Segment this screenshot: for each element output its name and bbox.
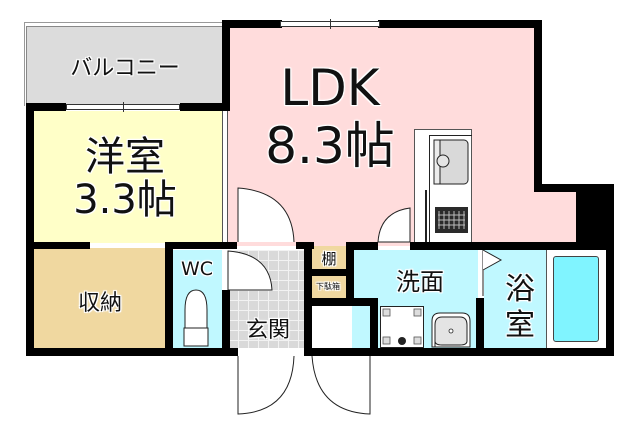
toilet-icon bbox=[183, 289, 209, 347]
wall-balcony-western-right bbox=[180, 103, 230, 111]
kitchen-backsplash-line bbox=[425, 190, 427, 244]
wall-western-storage bbox=[26, 242, 90, 249]
wall-storage-wc bbox=[165, 242, 173, 356]
storage-label: 収納 bbox=[77, 291, 122, 316]
wall-top-ldk-right bbox=[378, 20, 542, 28]
ldk-size: 8.3帖 bbox=[265, 117, 395, 175]
wall-wc-entrance bbox=[222, 290, 230, 356]
shelf-label: 棚 bbox=[321, 250, 337, 268]
wall-ldk-left bbox=[222, 20, 230, 111]
western-room-size: 3.3帖 bbox=[73, 177, 177, 223]
wall-washroom-bath bbox=[476, 298, 484, 356]
wall-bottom-right bbox=[304, 348, 614, 356]
western-room-name: 洋室 bbox=[85, 134, 165, 180]
wall-left-outer bbox=[26, 103, 34, 356]
entrance-label: 玄関 bbox=[245, 318, 290, 343]
wall-washroom-left bbox=[346, 242, 354, 306]
ldk-door-swing bbox=[237, 187, 295, 243]
balcony-label: バルコニー bbox=[70, 56, 180, 81]
balcony-outer-rail bbox=[24, 22, 230, 106]
bathroom-label-line1: 浴 bbox=[505, 272, 535, 307]
ldk-name: LDK bbox=[280, 59, 380, 117]
wall-shoebox-bottom bbox=[304, 298, 376, 306]
washroom-label: 洗面 bbox=[396, 268, 444, 296]
wall-right-pillar bbox=[576, 184, 614, 246]
bath-door-icon bbox=[482, 249, 503, 296]
wall-right-ldk-upper bbox=[534, 20, 542, 192]
wc-label: WC bbox=[180, 258, 214, 280]
wall-bottom-left bbox=[26, 348, 238, 356]
wall-right-step bbox=[534, 184, 614, 192]
kitchen-counter-inner bbox=[429, 135, 472, 244]
shoe-box bbox=[310, 276, 346, 298]
bathtub-icon bbox=[553, 256, 599, 342]
wall-western-wc bbox=[165, 242, 237, 249]
kitchen-sink-icon bbox=[433, 139, 469, 185]
western-room bbox=[32, 111, 222, 243]
window-western-balcony bbox=[66, 102, 180, 112]
balcony bbox=[26, 26, 228, 106]
wall-closet-right bbox=[370, 298, 378, 356]
wash-basin-icon bbox=[431, 312, 471, 348]
wc-door-swing bbox=[227, 250, 273, 291]
sliding-partition bbox=[222, 111, 228, 243]
wall-right-bath bbox=[606, 244, 614, 356]
washroom-door-swing bbox=[377, 207, 411, 243]
storage-room bbox=[32, 248, 166, 348]
entrance-room bbox=[228, 250, 306, 348]
wall-top-ldk bbox=[222, 20, 282, 28]
washing-machine-pan-icon bbox=[380, 306, 424, 348]
bathroom bbox=[484, 250, 546, 348]
entry-closet bbox=[312, 305, 352, 353]
wall-washroom-top-a bbox=[346, 242, 378, 250]
shelf bbox=[312, 246, 346, 270]
entrance-door-right bbox=[311, 355, 371, 415]
shoe-box-label: 下駄箱 bbox=[316, 282, 340, 291]
entrance-door-left bbox=[237, 355, 295, 415]
wall-balcony-western-left bbox=[26, 103, 66, 111]
bathroom-label-line2: 室 bbox=[505, 308, 535, 343]
window-ldk-top bbox=[280, 19, 380, 29]
wall-shelf-bottom bbox=[304, 269, 346, 276]
ldk-room-lower-extension bbox=[540, 186, 576, 246]
gas-stove-icon bbox=[435, 207, 468, 233]
wall-washroom-top-b bbox=[410, 242, 614, 250]
